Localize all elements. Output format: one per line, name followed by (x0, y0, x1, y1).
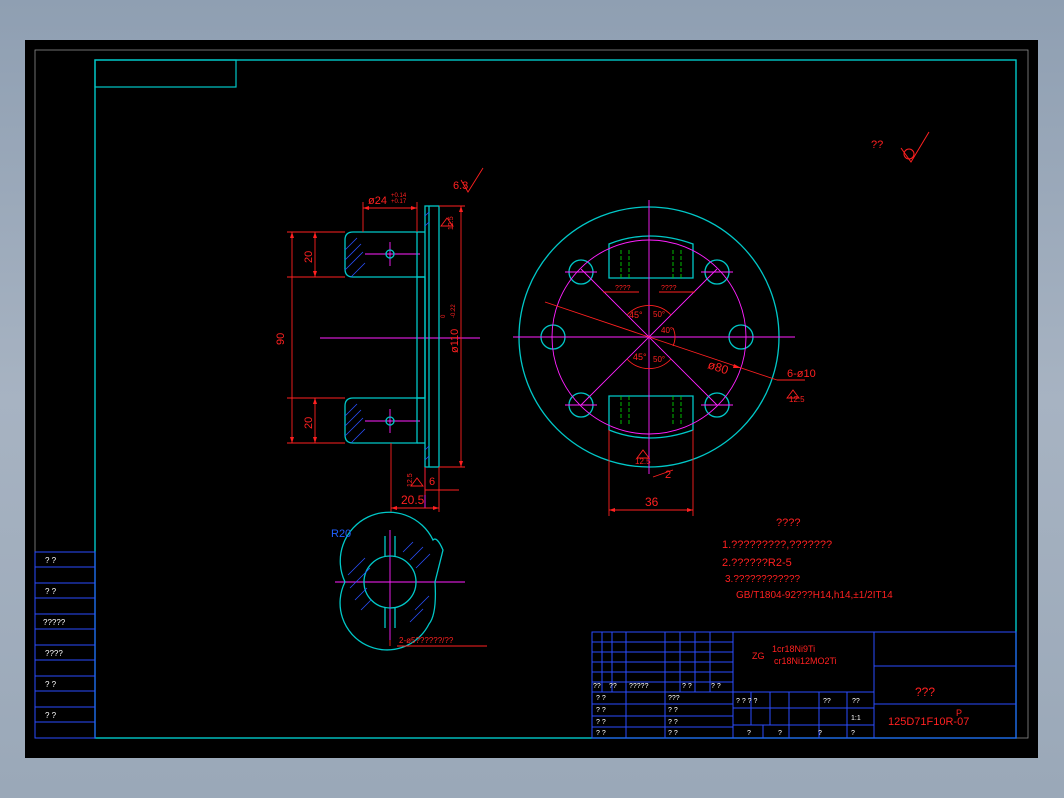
surface-finish-label: ?? (871, 139, 883, 151)
bottom-cell-4: ? (851, 730, 855, 737)
roughness-6-3: 6.3 (453, 180, 468, 192)
left-strip-cell-4: ???? (45, 649, 63, 658)
dim-2: 2 (665, 469, 671, 481)
mid-header-2: ?? (823, 698, 831, 705)
roughness-slot: 12.5 (635, 457, 651, 466)
tech-note-4: GB/T1804-92???H14,h14,±1/2IT14 (736, 590, 893, 601)
drawing-number: 125D71F10R-07 (888, 716, 969, 728)
drawing-suffix: P (956, 708, 962, 718)
header-cell-4: ? ? (682, 683, 692, 690)
angle-45-bottom: 45° (633, 352, 647, 362)
left-row-1-a: ? ? (596, 695, 606, 702)
left-strip: ? ? ? ? ????? ???? ? ? ? ? (34, 551, 96, 739)
left-strip-cell-3: ????? (43, 618, 66, 627)
label-slot-left: ???? (615, 285, 631, 292)
label-slot-right: ???? (661, 285, 677, 292)
front-view: ???? ???? 45° 50° 40° 45° 50° ø80 6-ø10 … (513, 200, 816, 516)
roughness-holes: 12.5 (789, 395, 805, 404)
tech-note-2: 2.??????R2-5 (722, 557, 792, 569)
left-strip-cell-5: ? ? (45, 680, 57, 689)
header-cell-5: ? ? (711, 683, 721, 690)
left-row-2-a: ? ? (596, 707, 606, 714)
tech-notes-title: ???? (776, 517, 800, 529)
scale-value: 1:1 (851, 715, 861, 722)
angle-50-bottom: 50° (653, 355, 665, 364)
left-row-2-b: ? ? (668, 707, 678, 714)
left-strip-cell-2: ? ? (45, 587, 57, 596)
bottom-cell-1: ? (747, 730, 751, 737)
left-strip-cell-1: ? ? (45, 556, 57, 565)
tech-note-1: 1.?????????,??????? (722, 539, 832, 551)
left-strip-cell-6: ? ? (45, 711, 57, 720)
angle-40: 40° (661, 326, 673, 335)
mid-header-1: ? ? ? ? (736, 698, 758, 705)
header-cell-3: ????? (629, 683, 649, 690)
dim-36: 36 (645, 495, 659, 509)
dim-dia24-tol-top: +0.14 (391, 193, 407, 199)
material-prefix: ZG (752, 651, 765, 661)
sheet-frame (34, 49, 1029, 739)
angle-45-top: 45° (629, 310, 643, 320)
dim-6: 6 (429, 476, 435, 488)
mid-header-3: ?? (852, 698, 860, 705)
left-row-4-b: ? ? (668, 730, 678, 737)
dim-6-holes: 6-ø10 (787, 368, 816, 380)
dim-20-top: 20 (303, 251, 315, 263)
part-name: ??? (915, 685, 935, 699)
dim-dia80: ø80 (706, 358, 730, 378)
dim-20-bottom: 20 (303, 417, 315, 429)
section-view: R20 2-ø5??????/?? (331, 511, 487, 651)
material-line-1: 1cr18Ni9Ti (772, 644, 815, 654)
drawing-sheet: ø24 +0.14 +0.17 6.3 12.5 20 90 20 ø110 0… (25, 40, 1038, 758)
surface-finish-symbol: ?? (871, 131, 930, 163)
angle-50-top: 50° (653, 310, 665, 319)
technical-notes: ???? 1.?????????,??????? 2.??????R2-5 3.… (722, 517, 893, 601)
dim-dia110-tol-top: 0 (441, 314, 447, 318)
dim-dia110: ø110 (449, 329, 461, 353)
material-line-2: cr18Ni12MO2Ti (774, 656, 837, 666)
header-cell-1: ?? (593, 683, 601, 690)
bottom-cell-2: ? (778, 730, 782, 737)
dim-dia24: ø24 (368, 195, 387, 207)
header-cell-2: ?? (609, 683, 617, 690)
tech-note-3: 3.???????????? (725, 574, 801, 585)
dim-20-5: 20.5 (401, 493, 425, 507)
roughness-12-5-bottom: 12.5 (407, 473, 414, 487)
hole-note: 2-ø5??????/?? (399, 636, 454, 645)
side-view: ø24 +0.14 +0.17 6.3 12.5 20 90 20 ø110 0… (275, 167, 484, 512)
left-row-4-a: ? ? (596, 730, 606, 737)
left-row-1-b: ??? (668, 695, 680, 702)
title-block: ZG 1cr18Ni9Ti cr18Ni12MO2Ti ?? ?? ????? … (591, 631, 1017, 739)
left-row-3-a: ? ? (596, 719, 606, 726)
roughness-12-5-top: 12.5 (448, 216, 455, 230)
dim-dia24-tol-bottom: +0.17 (391, 199, 407, 205)
dim-dia110-tol-bottom: -0.22 (451, 304, 457, 318)
dim-90: 90 (275, 333, 287, 345)
drawing-canvas: ø24 +0.14 +0.17 6.3 12.5 20 90 20 ø110 0… (34, 49, 1029, 739)
left-row-3-b: ? ? (668, 719, 678, 726)
bottom-cell-3: ? (818, 730, 822, 737)
radius-r20: R20 (331, 528, 351, 540)
